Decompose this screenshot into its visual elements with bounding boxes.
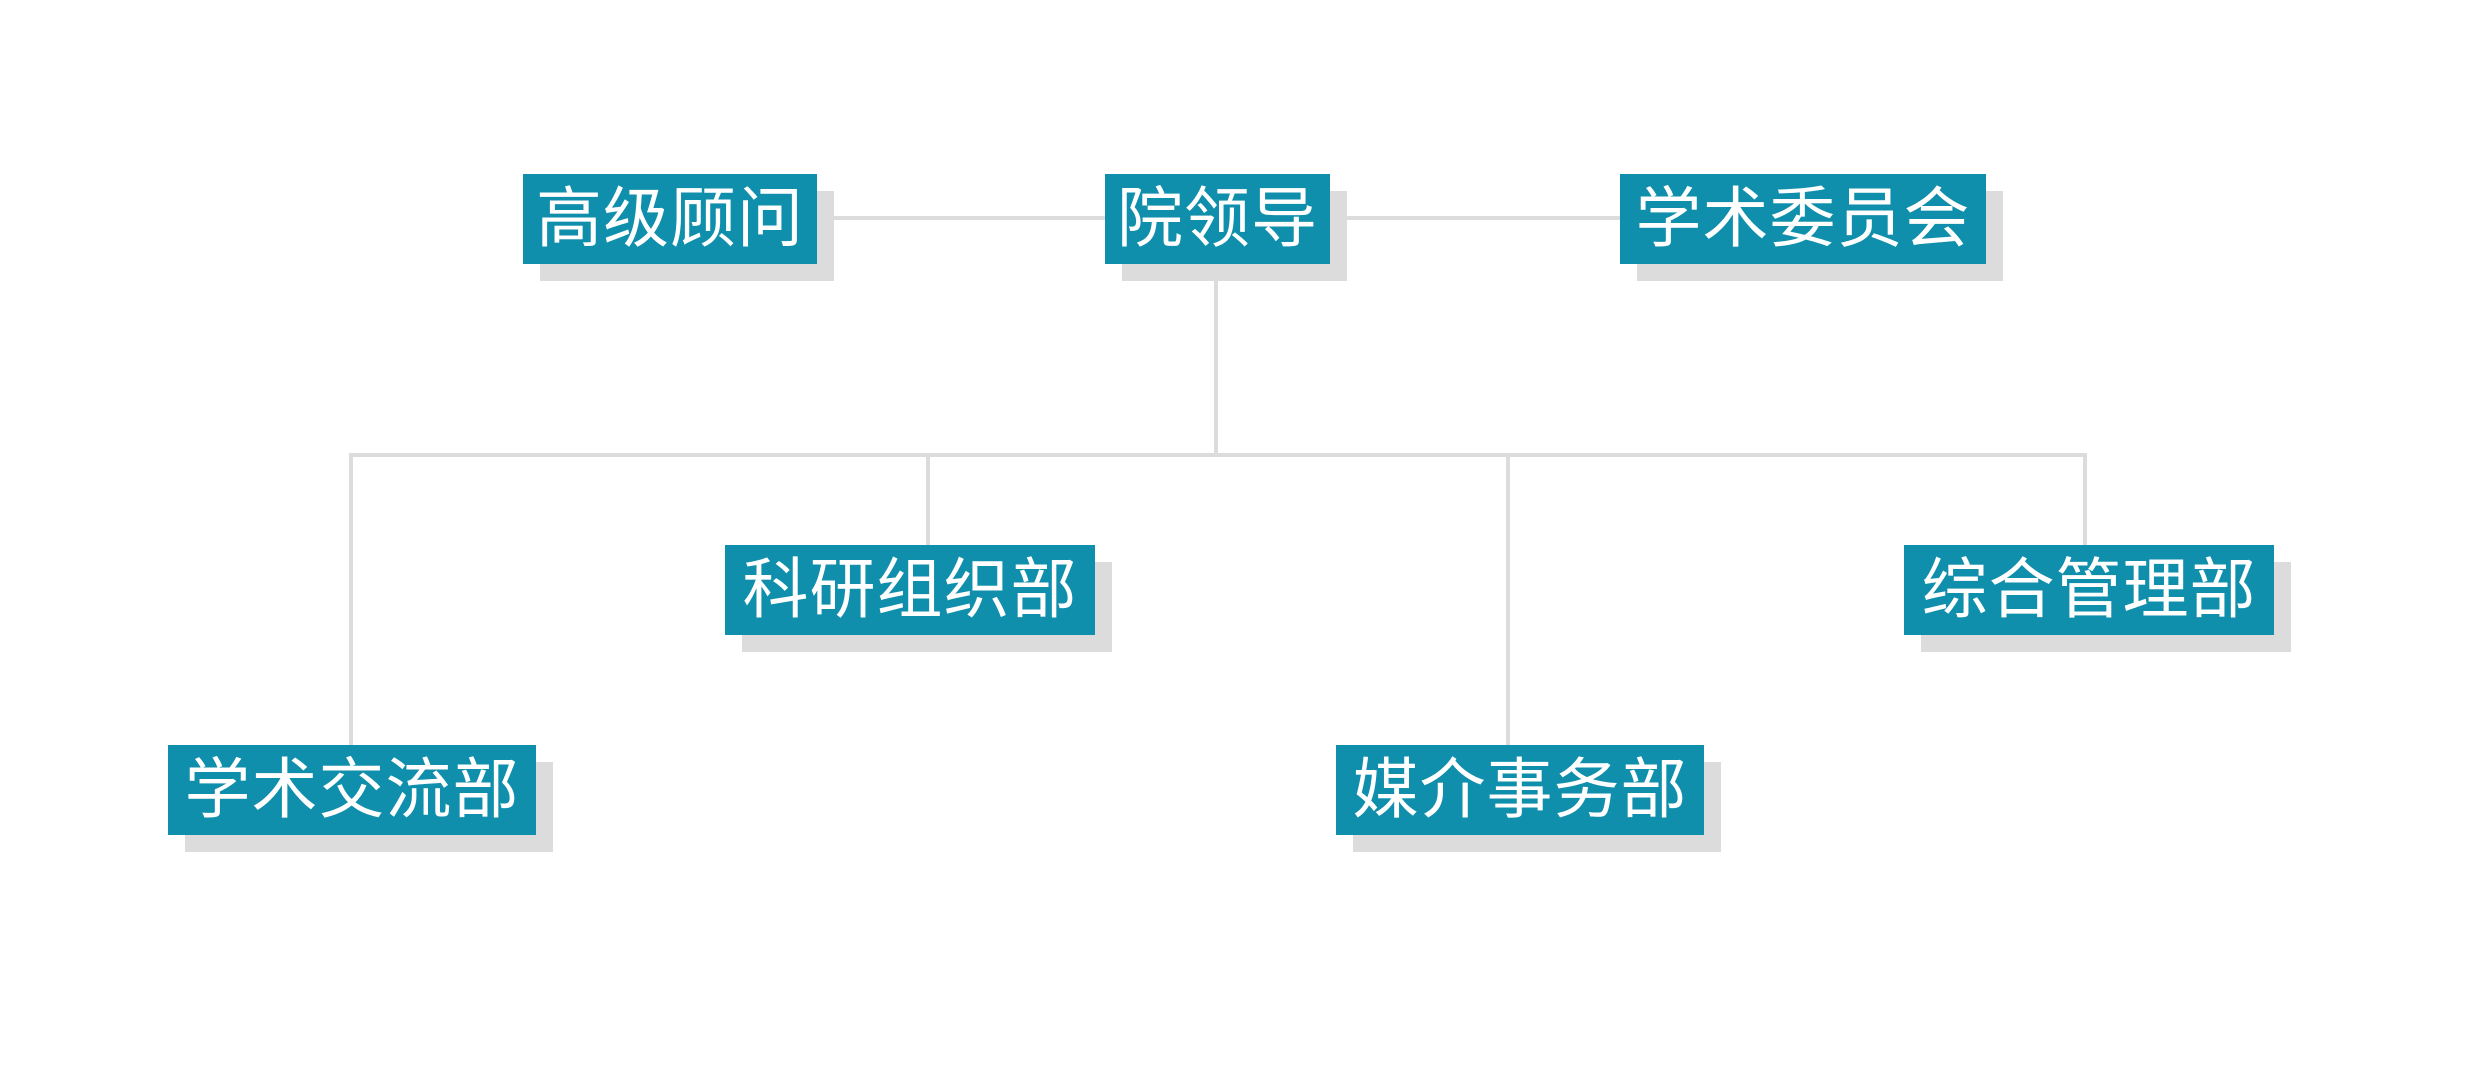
node-label: 学术委员会 xyxy=(1620,174,1986,264)
connector-to-academic-exchange xyxy=(349,455,353,745)
node-general-mgmt-dept: 综合管理部 xyxy=(1904,545,2291,652)
connector-to-research xyxy=(926,455,930,545)
node-academic-committee: 学术委员会 xyxy=(1620,174,2003,281)
node-label: 综合管理部 xyxy=(1904,545,2274,635)
node-label: 科研组织部 xyxy=(725,545,1095,635)
node-leadership: 院领导 xyxy=(1105,174,1347,281)
node-label: 高级顾问 xyxy=(523,174,817,264)
node-label: 院领导 xyxy=(1105,174,1330,264)
connector-horizontal-bus xyxy=(349,453,2087,457)
node-senior-advisor: 高级顾问 xyxy=(523,174,834,281)
connector-to-general-mgmt xyxy=(2083,455,2087,545)
node-research-dept: 科研组织部 xyxy=(725,545,1112,652)
connector-advisor-to-leadership xyxy=(817,216,1105,220)
connector-leadership-down xyxy=(1214,263,1218,457)
node-academic-exchange-dept: 学术交流部 xyxy=(168,745,553,852)
connector-to-media-affairs xyxy=(1506,455,1510,745)
node-label: 学术交流部 xyxy=(168,745,536,835)
node-label: 媒介事务部 xyxy=(1336,745,1704,835)
node-media-affairs-dept: 媒介事务部 xyxy=(1336,745,1721,852)
connector-leadership-to-committee xyxy=(1330,216,1620,220)
